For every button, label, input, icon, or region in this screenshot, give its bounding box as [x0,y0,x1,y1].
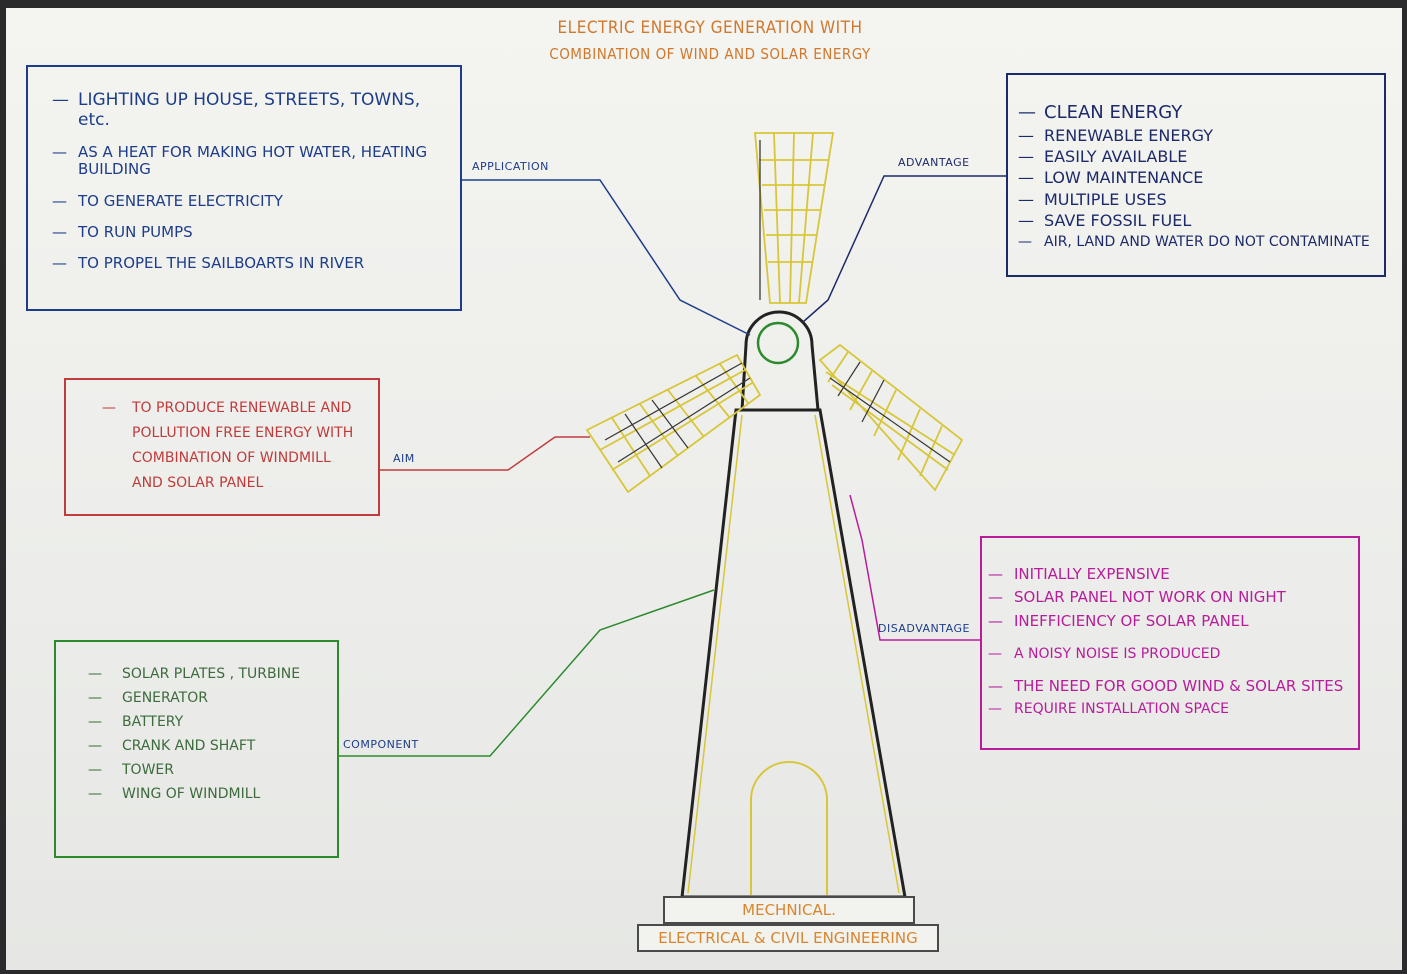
windmill-hub [756,321,800,365]
disadvantage-label: DISADVANTAGE [878,622,970,635]
advantage-item: CLEAN ENERGY [1018,102,1376,124]
advantage-connector [802,175,1006,323]
application-item: LIGHTING UP HOUSE, STREETS, TOWNS, etc. [52,90,440,130]
aim-line: AND SOLAR PANEL [132,475,264,491]
disadvantage-item: SOLAR PANEL NOT WORK ON NIGHT [988,588,1350,606]
advantage-label: ADVANTAGE [898,156,970,169]
disadvantage-item: THE NEED FOR GOOD WIND & SOLAR SITES [988,677,1350,695]
application-connector [462,179,751,336]
blade-top [754,132,835,304]
aim-line: POLLUTION FREE ENERGY WITH [132,425,354,441]
component-item: SOLAR PLATES , TURBINE [88,666,329,682]
advantage-item: EASILY AVAILABLE [1018,147,1376,167]
application-item: TO GENERATE ELECTRICITY [52,192,440,210]
component-box: SOLAR PLATES , TURBINE GENERATOR BATTERY… [54,640,339,858]
disadvantage-item: A NOISY NOISE IS PRODUCED [988,646,1350,662]
base-upper-step: MECHNICAL. [663,896,915,924]
blade-left [585,353,762,494]
windmill-hub-housing [740,310,820,411]
base-lower-step: ELECTRICAL & CIVIL ENGINEERING [637,924,939,952]
advantage-box: CLEAN ENERGY RENEWABLE ENERGY EASILY AVA… [1006,73,1386,277]
blade-right-grid [829,361,951,463]
disadvantage-item: INITIALLY EXPENSIVE [988,565,1350,583]
disadvantage-item: INEFFICIENCY OF SOLAR PANEL [988,612,1350,630]
disadvantage-connector [849,494,980,641]
application-box: LIGHTING UP HOUSE, STREETS, TOWNS, etc. … [26,65,462,311]
component-item: GENERATOR [88,690,329,706]
advantage-item: LOW MAINTENANCE [1018,169,1376,189]
tower-inner-right [814,414,900,894]
tower-inner-left [687,414,743,894]
blade-left-grid [604,362,751,469]
aim-label: AIM [393,452,415,465]
application-item: TO RUN PUMPS [52,223,440,241]
advantage-item: SAVE FOSSIL FUEL [1018,211,1376,231]
component-connector [339,589,715,757]
disadvantage-item: REQUIRE INSTALLATION SPACE [988,701,1350,717]
advantage-item: RENEWABLE ENERGY [1018,126,1376,146]
application-item: AS A HEAT FOR MAKING HOT WATER, HEATING … [52,144,440,179]
component-item: TOWER [88,762,329,778]
component-item: CRANK AND SHAFT [88,738,329,754]
tower-door [750,761,828,895]
aim-box: TO PRODUCE RENEWABLE AND POLLUTION FREE … [64,378,380,516]
application-label: APPLICATION [472,160,549,173]
component-item: WING OF WINDMILL [88,786,329,802]
aim-line: COMBINATION OF WINDMILL [132,450,331,466]
advantage-item: AIR, LAND AND WATER DO NOT CONTAMINATE [1018,234,1376,250]
blade-right [818,343,964,492]
component-item: BATTERY [88,714,329,730]
poster-title-line2: COMBINATION OF WIND AND SOLAR ENERGY [549,45,871,63]
component-label: COMPONENT [343,738,419,751]
disadvantage-box: INITIALLY EXPENSIVE SOLAR PANEL NOT WORK… [980,536,1360,750]
application-item: TO PROPEL THE SAILBOARTS IN RIVER [52,254,440,272]
aim-item: TO PRODUCE RENEWABLE AND [102,396,368,421]
poster-title-line1: ELECTRIC ENERGY GENERATION WITH [557,18,863,38]
aim-connector [380,436,590,471]
advantage-item: MULTIPLE USES [1018,190,1376,210]
